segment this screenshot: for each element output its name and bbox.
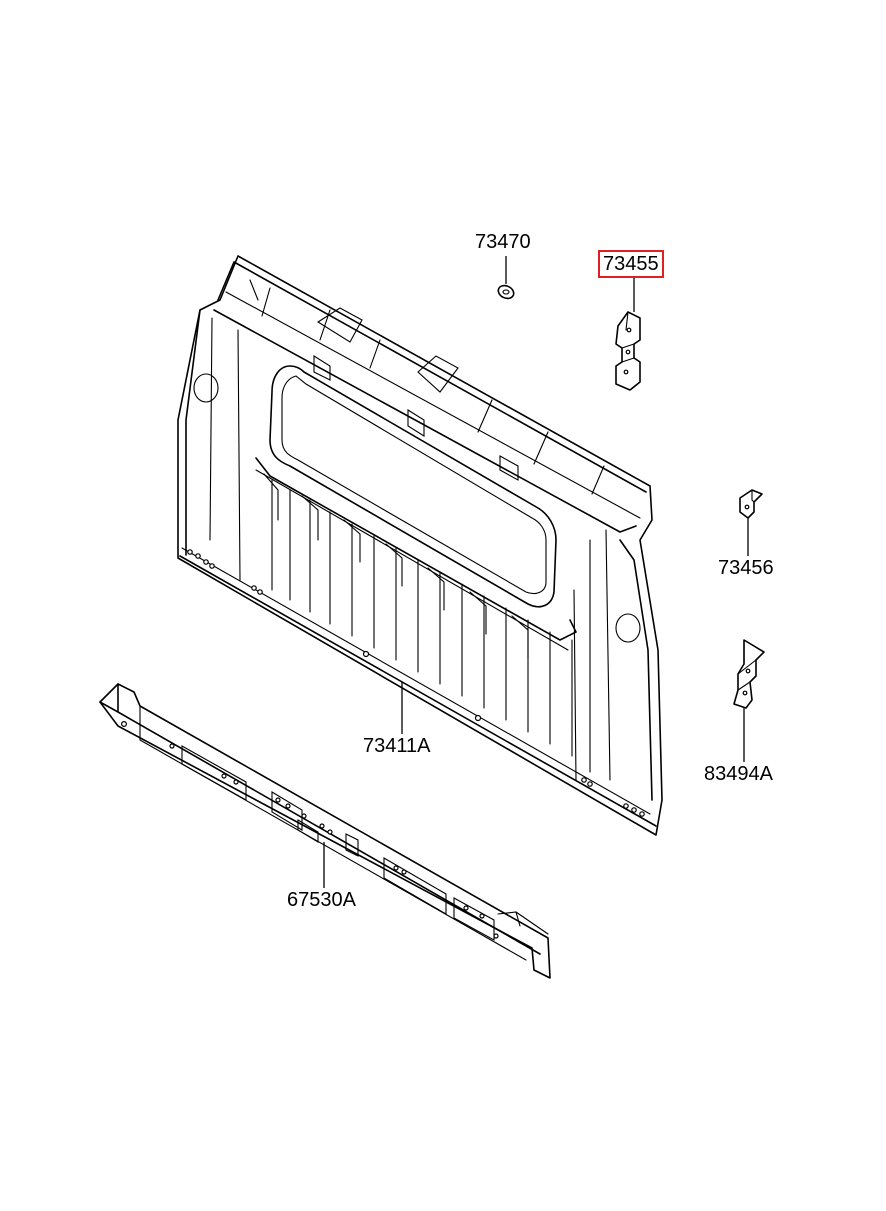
part-label-73455[interactable]: 73455 — [598, 250, 664, 278]
bracket-73456-drawing[interactable] — [739, 489, 763, 519]
grommet-drawing[interactable] — [496, 283, 516, 301]
part-label-73470[interactable]: 73470 — [475, 231, 531, 253]
part-label-67530A[interactable]: 67530A — [287, 889, 356, 911]
part-label-73411A[interactable]: 73411A — [363, 735, 431, 757]
cross-member-drawing[interactable] — [99, 683, 551, 979]
back-panel-drawing[interactable] — [177, 255, 663, 836]
part-label-83494A[interactable]: 83494A — [704, 763, 773, 785]
bracket-83494A-drawing[interactable] — [733, 639, 765, 709]
part-label-73456[interactable]: 73456 — [718, 557, 774, 579]
bracket-73455-drawing[interactable] — [615, 311, 641, 391]
